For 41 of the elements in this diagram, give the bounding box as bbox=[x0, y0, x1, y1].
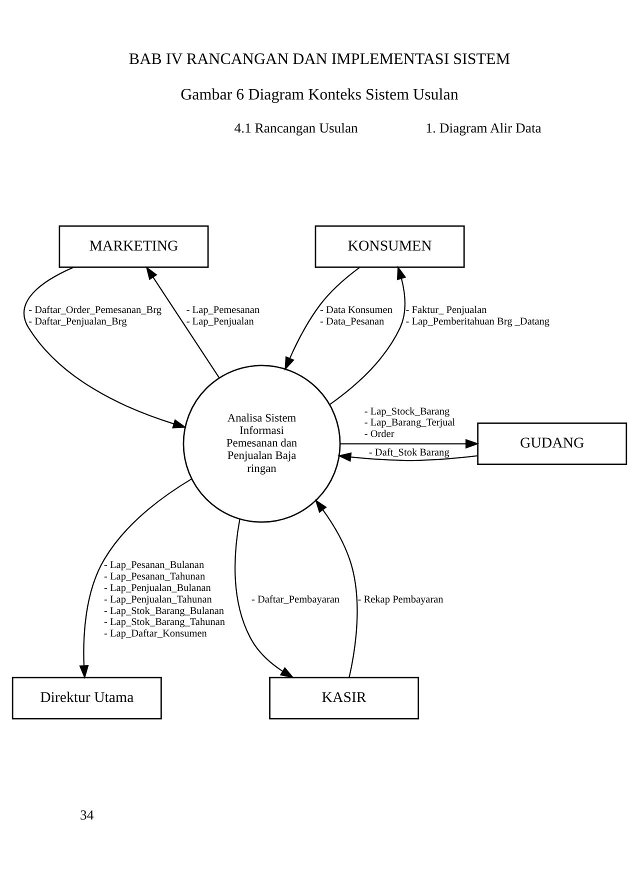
edge-label: - Lap_Daftar_Konsumen bbox=[104, 628, 207, 640]
edge-label: - Lap_Penjualan_Tahunan bbox=[104, 594, 212, 605]
label: 34 bbox=[80, 806, 94, 822]
node-box: KONSUMEN bbox=[314, 224, 465, 268]
arrow bbox=[337, 452, 478, 462]
node-box: Direktur Utama bbox=[12, 676, 162, 719]
arrow bbox=[329, 265, 406, 404]
edge-label: - Order bbox=[364, 428, 394, 440]
arrow bbox=[24, 266, 187, 428]
node-circle: Analisa Sistem Informasi Pemesanan dan Penjualan Baja ringan bbox=[182, 364, 341, 522]
edge-label: - Lap_Pemberitahuan Brg _Datang bbox=[406, 316, 550, 328]
edge-label: - Lap_Stok_Barang_Tahunan bbox=[104, 616, 226, 628]
label: 4.1 Rancangan Usulan bbox=[234, 120, 358, 135]
edge-label: - Daft_Stok Barang bbox=[368, 446, 450, 458]
diagram-title: BAB IV RANCANGAN DAN IMPLEMENTASI SISTEM bbox=[128, 50, 510, 68]
edge-label: - Daftar_Pembayaran bbox=[251, 594, 340, 605]
edge-label: - Lap_Stock_Barang bbox=[364, 406, 450, 417]
edge-label: - Lap_Pemesanan bbox=[186, 304, 260, 316]
node-box: GUDANG bbox=[477, 422, 628, 465]
arrow bbox=[314, 498, 358, 677]
arrow bbox=[340, 438, 480, 448]
edge-label: - Faktur_ Penjualan bbox=[406, 304, 487, 316]
edge-label: - Rekap Pembayaran bbox=[358, 594, 444, 605]
edge-label: - Lap_Barang_Terjual bbox=[364, 417, 456, 428]
edge-label: - Lap_Pesanan_Tahunan bbox=[104, 570, 206, 582]
arrow bbox=[79, 478, 192, 678]
node-box: KASIR bbox=[269, 676, 420, 719]
edge-label: - Lap_Penjualan bbox=[186, 316, 254, 328]
arrow bbox=[284, 266, 360, 370]
label: 1. Diagram Alir Data bbox=[426, 120, 542, 135]
edge-label: - Lap_Penjualan_Bulanan bbox=[104, 582, 211, 594]
edge-label: - Lap_Stok_Barang_Bulanan bbox=[104, 605, 224, 616]
edge-label: - Daftar_Penjualan_Brg bbox=[28, 316, 127, 328]
edge-label: - Data Konsumen bbox=[320, 304, 392, 316]
node-box: MARKETING bbox=[58, 224, 209, 268]
arrow bbox=[146, 266, 220, 378]
edge-label: - Daftar_Order_Pemesanan_Brg bbox=[28, 304, 162, 316]
caption: Gambar 6 Diagram Konteks Sistem Usulan bbox=[180, 86, 458, 103]
arrow bbox=[234, 518, 294, 678]
edge-label: - Lap_Pesanan_Bulanan bbox=[104, 560, 204, 571]
edge-label: - Data_Pesanan bbox=[320, 316, 384, 328]
